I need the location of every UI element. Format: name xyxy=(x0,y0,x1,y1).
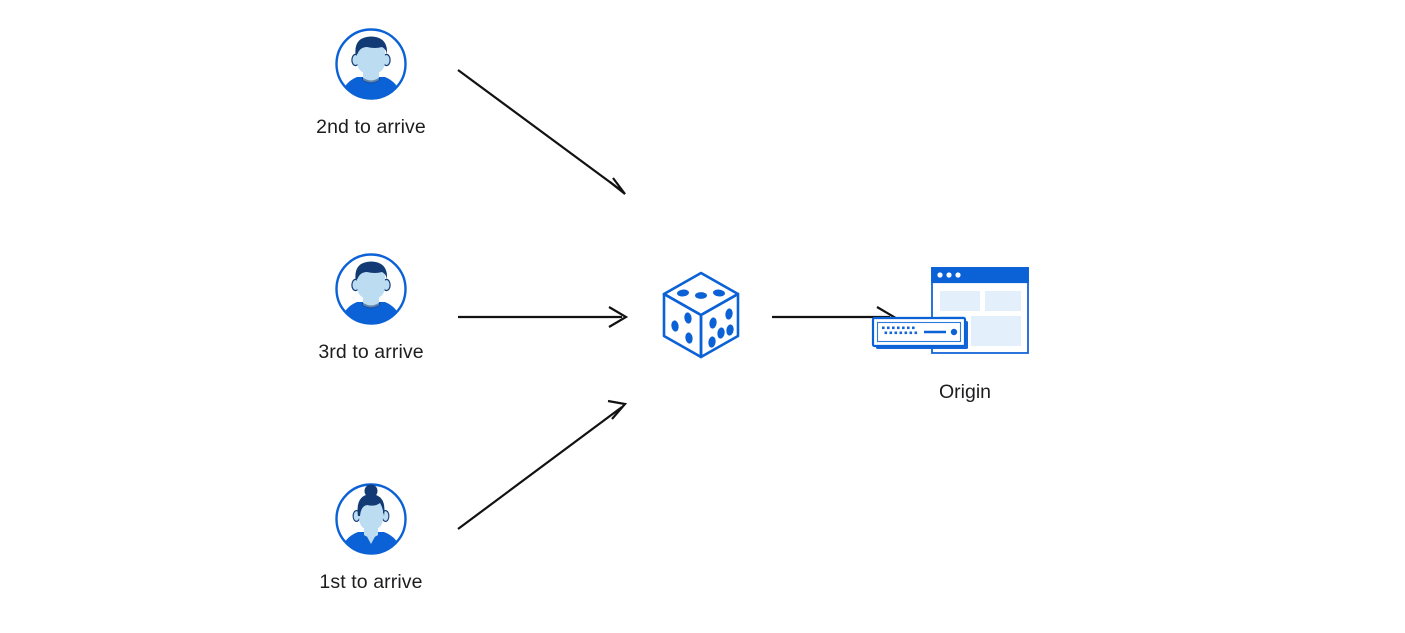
user-avatar-icon xyxy=(334,27,408,101)
node-visitor-1st: 1st to arrive xyxy=(291,482,451,594)
origin-label: Origin xyxy=(938,381,992,403)
node-visitor-2nd: 2nd to arrive xyxy=(291,27,451,139)
dice-icon xyxy=(659,268,743,362)
arrow-2nd-to-dice xyxy=(457,69,626,195)
arrow-3rd-to-dice xyxy=(458,306,629,328)
user-avatar-icon xyxy=(334,252,408,326)
node-visitor-3rd: 3rd to arrive xyxy=(291,252,451,364)
arrow-1st-to-dice xyxy=(457,399,628,530)
origin-server-icon xyxy=(860,258,1070,368)
node-label: 1st to arrive xyxy=(319,571,423,593)
server-appliance-icon xyxy=(871,316,968,349)
node-label: 2nd to arrive xyxy=(316,116,426,138)
user-avatar-female-icon xyxy=(334,482,408,556)
node-origin: Origin xyxy=(860,258,1070,404)
node-label: 3rd to arrive xyxy=(318,341,424,363)
